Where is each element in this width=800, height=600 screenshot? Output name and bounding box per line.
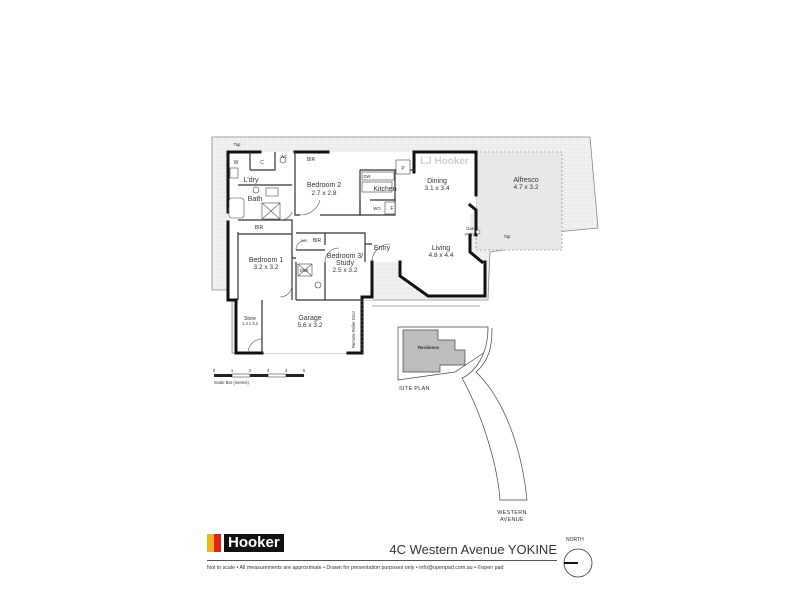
label-bedroom2: Bedroom 2 bbox=[307, 182, 341, 189]
scale-tick-0: 0 bbox=[213, 368, 216, 373]
north-label: NORTH bbox=[566, 537, 584, 543]
label-tap-1: Tap bbox=[234, 142, 241, 147]
vanity bbox=[265, 187, 279, 197]
label-c: C bbox=[260, 160, 264, 166]
label-bedroom3-line2: Study bbox=[336, 260, 354, 267]
label-bir-bed1: BIR bbox=[255, 225, 264, 231]
laundry-trough bbox=[229, 167, 239, 179]
house-floor bbox=[228, 152, 485, 353]
disclaimer: Not to scale • All measurements are appr… bbox=[207, 565, 504, 571]
dims-store: 1.4 x 3.2 bbox=[242, 321, 259, 326]
site-driveway bbox=[461, 327, 528, 501]
label-bedroom1: Bedroom 1 bbox=[249, 257, 283, 264]
label-bedroom3: Bedroom 3/ bbox=[327, 253, 363, 260]
toilet bbox=[252, 186, 260, 194]
label-bir-bed3: BIR bbox=[313, 238, 322, 244]
brand-logo-text: Hooker bbox=[224, 534, 284, 552]
label-gas-1: Gas bbox=[466, 226, 474, 231]
street-name-2: AVENUE bbox=[500, 517, 524, 523]
dims-garage: 5.6 x 3.2 bbox=[298, 322, 323, 329]
scale-bar: 0 1 2 3 4 5 Scale Bar (metres) bbox=[213, 368, 306, 385]
label-entry: Entry bbox=[374, 245, 391, 252]
site-residence bbox=[402, 329, 466, 373]
dims-alfresco: 4.7 x 3.2 bbox=[514, 184, 539, 191]
kitchen-bench bbox=[361, 171, 395, 181]
label-kitchen: Kitchen bbox=[373, 186, 396, 193]
scale-tick-5: 5 bbox=[303, 368, 306, 373]
pantry bbox=[395, 159, 411, 175]
bath-tub bbox=[228, 197, 245, 219]
scale-caption: Scale Bar (metres) bbox=[214, 380, 250, 385]
label-dw: DW bbox=[364, 174, 371, 179]
label-laundry: L'dry bbox=[244, 177, 259, 184]
label-garage: Garage bbox=[298, 315, 321, 322]
dims-bedroom3: 2.5 x 3.2 bbox=[333, 267, 358, 274]
label-gas-2: Point bbox=[465, 232, 475, 237]
label-lin: Lin bbox=[301, 238, 307, 243]
fridge-space bbox=[384, 201, 396, 215]
scale-tick-2: 2 bbox=[249, 368, 252, 373]
label-f: F bbox=[390, 206, 393, 212]
dims-dining: 3.1 x 3.4 bbox=[425, 185, 450, 192]
dims-living: 4.8 x 4.4 bbox=[429, 252, 454, 259]
label-alfresco: Alfresco bbox=[513, 177, 538, 184]
label-ens: ENS bbox=[300, 268, 309, 273]
footer-divider bbox=[207, 560, 557, 561]
scale-tick-4: 4 bbox=[285, 368, 288, 373]
brand-logo: Hooker bbox=[207, 534, 284, 552]
dims-bedroom1: 3.2 x 3.2 bbox=[254, 264, 279, 271]
alfresco-paving bbox=[475, 151, 563, 251]
interior-walls bbox=[237, 152, 414, 353]
label-wo: WO bbox=[373, 206, 381, 211]
label-w: W bbox=[234, 160, 239, 166]
label-store: Store bbox=[244, 316, 256, 322]
room-labels: Bedroom 2 2.7 x 2.8 Kitchen Dining 3.1 x… bbox=[242, 177, 539, 329]
property-address: 4C Western Avenue YOKINE bbox=[389, 542, 557, 557]
label-living: Living bbox=[432, 245, 450, 252]
ens-toilet bbox=[314, 281, 322, 289]
label-dining: Dining bbox=[427, 178, 447, 185]
label-roller-door: Remote Roller Door bbox=[351, 310, 356, 348]
site-plan: Residence SITE PLAN WESTERN AVENUE bbox=[397, 326, 528, 523]
label-p: P bbox=[401, 166, 405, 172]
scale-tick-3: 3 bbox=[267, 368, 270, 373]
fixtures bbox=[228, 156, 481, 289]
watermark: LJ Hooker bbox=[420, 156, 469, 167]
scale-tick-1: 1 bbox=[231, 368, 234, 373]
street-name-1: WESTERN bbox=[497, 510, 527, 516]
label-tap-2: Tap bbox=[504, 234, 511, 239]
gas-point bbox=[475, 229, 481, 235]
dims-bedroom2: 2.7 x 2.8 bbox=[312, 190, 337, 197]
kitchen-island bbox=[361, 181, 393, 193]
label-bir-bed2: BIR bbox=[307, 157, 316, 163]
north-arrow-icon bbox=[563, 548, 593, 578]
label-wc: WC bbox=[281, 154, 288, 159]
brand-logo-mark bbox=[207, 534, 221, 552]
site-residence-label: Residence bbox=[418, 345, 440, 350]
label-bath: Bath bbox=[248, 196, 263, 203]
site-plan-title: SITE PLAN bbox=[399, 386, 430, 392]
wc-toilet bbox=[279, 156, 287, 164]
fixture-labels: W C WC BIR BIR BIR P DW WO F Lin ENS Tap… bbox=[234, 142, 511, 348]
